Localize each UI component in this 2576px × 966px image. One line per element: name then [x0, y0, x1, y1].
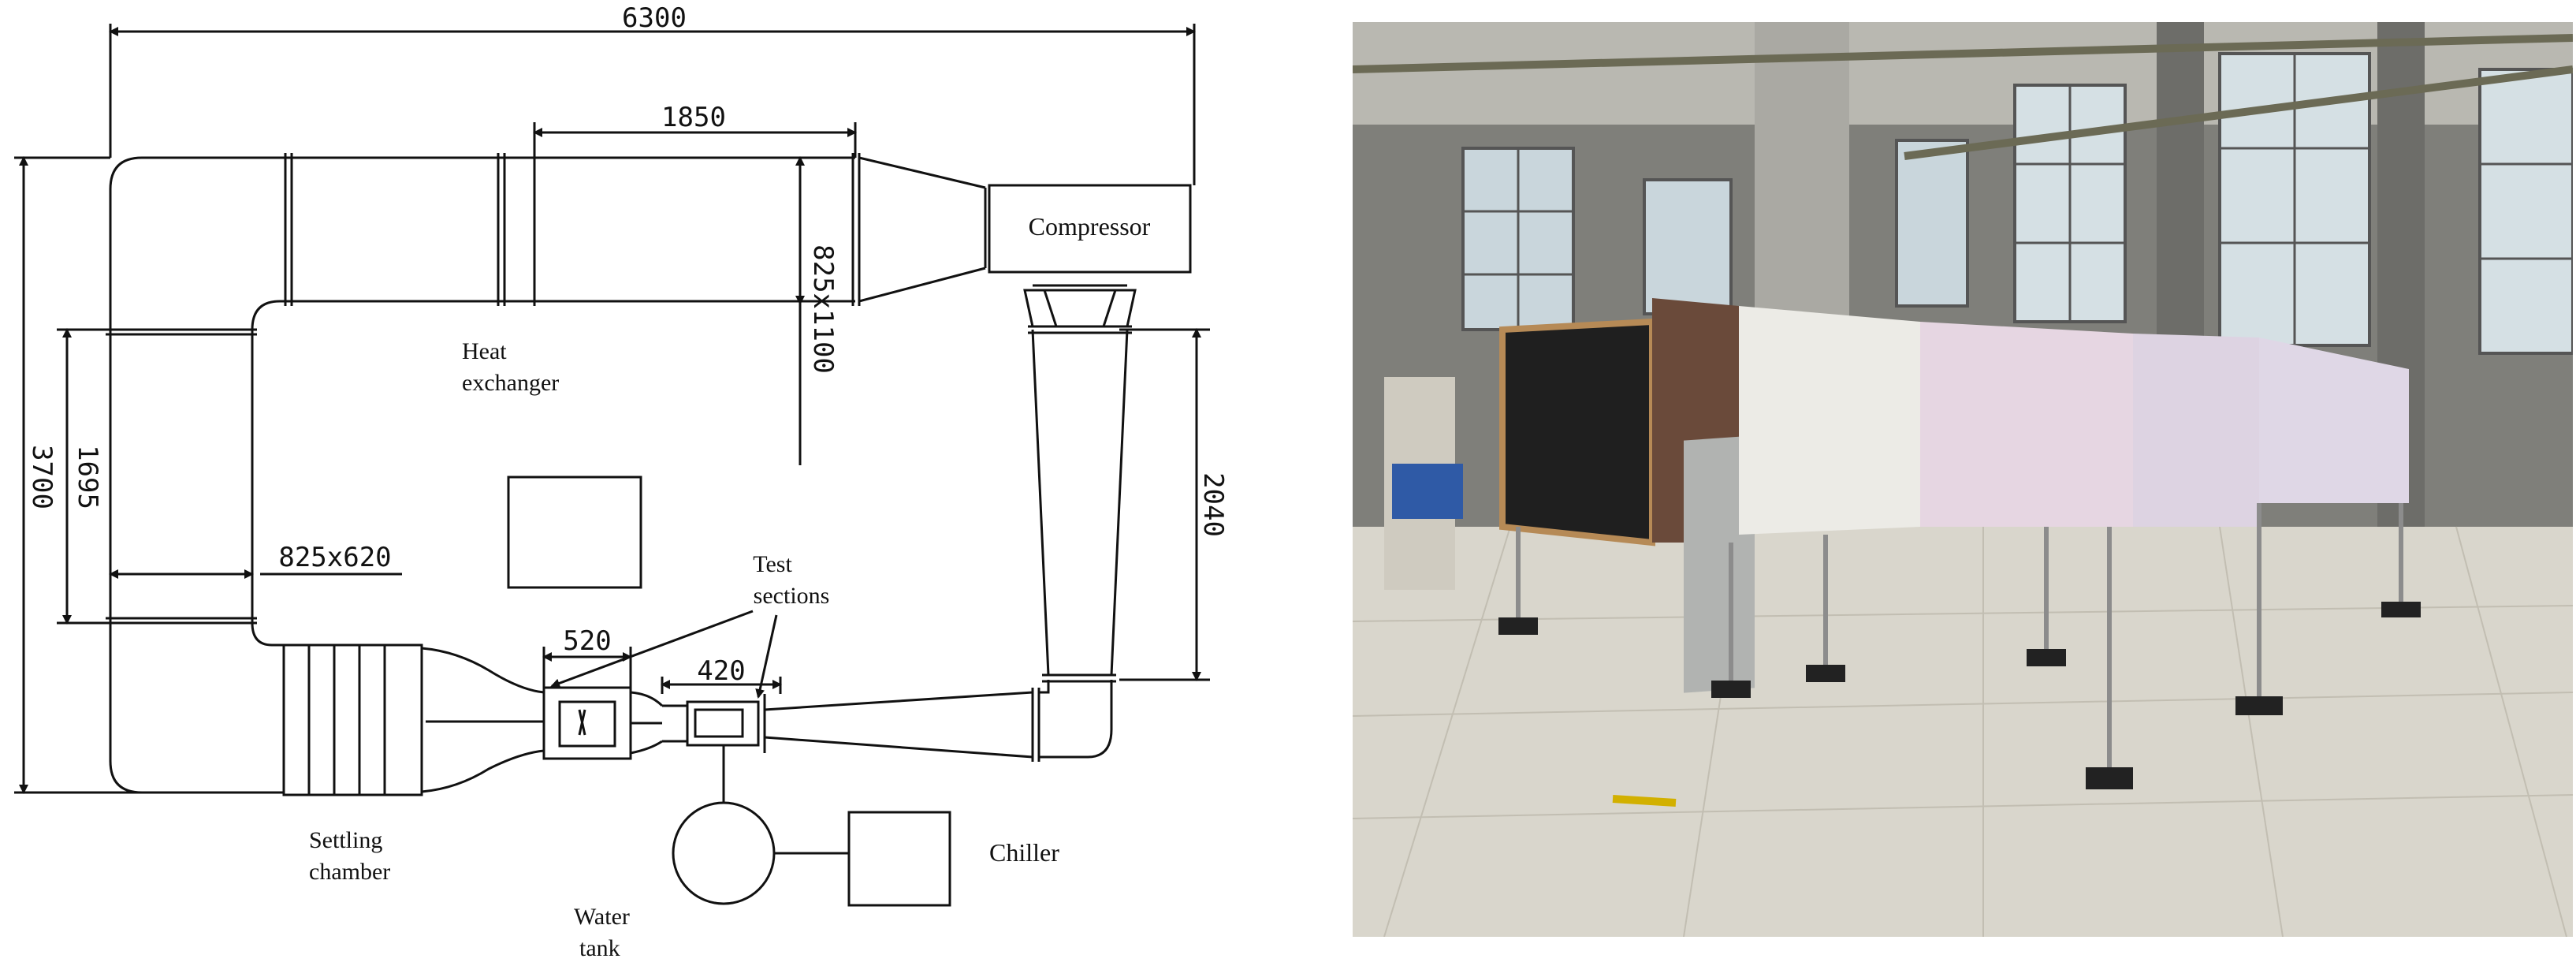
dimension-left-duct-text: 1695 — [72, 445, 103, 509]
diffuser — [764, 673, 1116, 762]
dimension-left-duct — [57, 328, 110, 625]
test-sections-arrows — [550, 610, 778, 699]
water-tank-circle — [672, 801, 776, 905]
center-box — [507, 476, 642, 589]
wind-tunnel-photo — [1353, 22, 2573, 937]
duct-supports — [1498, 503, 2421, 789]
test-sections-label-1: Test — [753, 551, 792, 577]
water-tank-chiller — [672, 745, 951, 907]
settling-chamber-label-2: chamber — [309, 859, 390, 885]
dimension-left-duct-section-text: 825x620 — [278, 542, 391, 573]
dimension-overall-height-text: 3700 — [26, 445, 58, 509]
duct-panel-pink — [1920, 322, 2133, 527]
water-tank-label-2: tank — [579, 935, 620, 961]
chiller-box — [847, 811, 951, 907]
floor — [1353, 527, 2573, 937]
water-tank-label-1: Water — [574, 904, 630, 930]
dimension-heat-exchanger-length — [533, 122, 857, 158]
heat-exchanger-frame — [1499, 298, 1755, 693]
compressor-label: Compressor — [1029, 212, 1151, 241]
dimension-right-duct-text: 2040 — [1197, 472, 1229, 537]
heat-exchanger-label-1: Heat — [462, 338, 507, 364]
heat-exchanger-label-2: exchanger — [462, 370, 559, 396]
settling-chamber-label-1: Settling — [309, 827, 382, 853]
dimension-overall-width — [109, 24, 1196, 185]
settling-chamber-shape — [282, 643, 545, 796]
test-section-2 — [662, 694, 766, 753]
duct-circuit — [106, 153, 987, 794]
chiller-label: Chiller — [989, 838, 1059, 867]
dimension-test-section-2-text: 420 — [697, 655, 745, 687]
dimension-test-section-1-text: 520 — [563, 625, 611, 657]
dimension-overall-width-text: 6300 — [622, 2, 687, 34]
dimension-heat-exchanger-length-text: 1850 — [661, 102, 726, 133]
duct-panel-white — [1739, 306, 1920, 535]
test-section-1 — [542, 686, 664, 760]
compressor-box — [988, 184, 1192, 274]
right-return-duct — [1023, 284, 1137, 676]
dimension-right-duct — [1119, 328, 1210, 681]
dimension-test-section-1 — [542, 647, 632, 690]
dimension-heat-exchanger-section-text: 825x1100 — [807, 244, 839, 374]
test-sections-label-2: sections — [754, 583, 830, 609]
wind-tunnel-drawing: 6300 1850 825x1100 3700 1695 825x620 204… — [14, 2, 1229, 961]
